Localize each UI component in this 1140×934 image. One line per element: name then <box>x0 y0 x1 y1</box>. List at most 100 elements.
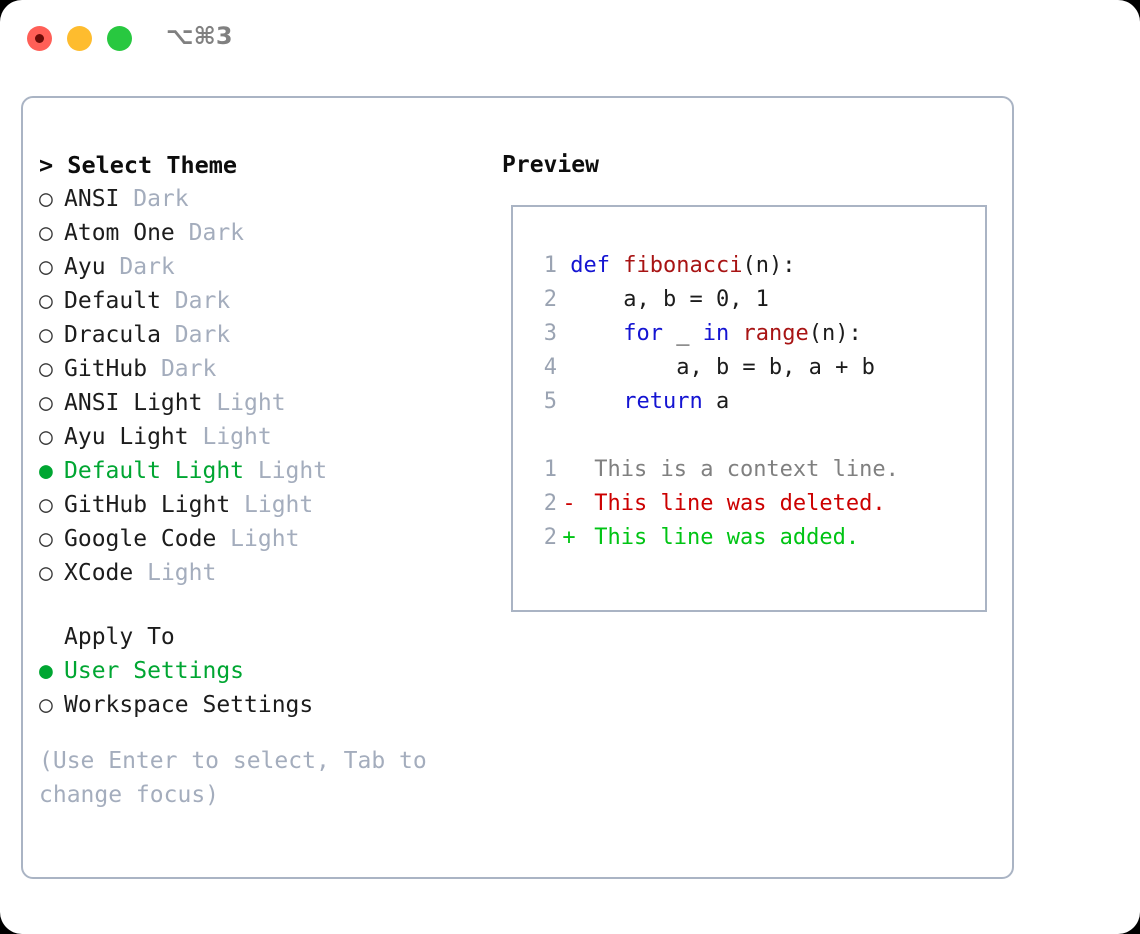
theme-kind-label: Light <box>216 526 300 552</box>
theme-name: ANSI Light <box>64 390 203 416</box>
apply-to-option[interactable]: ● User Settings <box>39 654 499 688</box>
radio-unselected-icon[interactable]: ○ <box>39 220 53 246</box>
code-token: (n): <box>742 253 796 278</box>
window-titlebar: ⌥⌘3 <box>0 0 1140 78</box>
keyboard-hint-text: (Use Enter to select, Tab to change focu… <box>39 748 441 808</box>
line-number: 3 <box>543 321 557 346</box>
apply-to-option-label: Workspace Settings <box>64 692 314 718</box>
theme-kind-label: Dark <box>119 186 189 212</box>
diff-marker <box>557 453 581 487</box>
code-token: for <box>623 321 663 346</box>
code-diff-spacer <box>531 419 971 453</box>
code-line: 4 a, b = b, a + b <box>531 351 971 385</box>
theme-kind-label: Light <box>202 390 286 416</box>
theme-kind-label: Dark <box>147 356 217 382</box>
radio-unselected-icon[interactable]: ○ <box>39 424 53 450</box>
diff-block: 1 This is a context line.2- This line wa… <box>531 453 971 555</box>
preview-heading: Preview <box>502 152 599 178</box>
diff-line: 2- This line was deleted. <box>531 487 971 521</box>
theme-list-item[interactable]: ○ Ayu Dark <box>39 250 499 284</box>
code-token: return <box>623 389 716 414</box>
diff-text: This is a context line. <box>594 457 899 482</box>
code-token: (n): <box>808 321 862 346</box>
theme-name: Default Light <box>64 458 245 484</box>
theme-list-item[interactable]: ● Default Light Light <box>39 454 499 488</box>
minimize-window-button[interactable] <box>67 26 92 51</box>
theme-kind-label: Dark <box>174 220 245 246</box>
keyboard-shortcut-label: ⌥⌘3 <box>166 22 233 50</box>
theme-list-item[interactable]: ○ ANSI Light Light <box>39 386 499 420</box>
theme-kind-label: Light <box>133 560 217 586</box>
theme-kind-label: Light <box>188 424 272 450</box>
code-token: _ <box>662 321 703 346</box>
diff-marker: + <box>562 525 576 550</box>
theme-name: Google Code <box>64 526 217 552</box>
apply-to-option[interactable]: ○ Workspace Settings <box>39 688 499 722</box>
theme-name: Ayu <box>64 254 106 280</box>
radio-unselected-icon[interactable]: ○ <box>39 186 53 212</box>
radio-selected-icon[interactable]: ● <box>39 458 53 484</box>
close-icon <box>35 34 44 43</box>
diff-line: 2+ This line was added. <box>531 521 971 555</box>
code-token <box>570 389 623 414</box>
theme-kind-label: Light <box>244 458 328 484</box>
theme-name: Atom One <box>64 220 175 246</box>
theme-list-item[interactable]: ○ Dracula Dark <box>39 318 499 352</box>
theme-list-item[interactable]: ○GitHub Dark <box>39 352 499 386</box>
radio-unselected-icon[interactable]: ○ <box>39 254 53 280</box>
line-number: 1 <box>543 457 557 482</box>
theme-kind-label: Dark <box>160 288 231 314</box>
theme-list-item[interactable]: ○ Atom One Dark <box>39 216 499 250</box>
section-spacer <box>39 590 499 620</box>
theme-list-item[interactable]: ○ XCode Light <box>39 556 499 590</box>
theme-list-item[interactable]: ○ Ayu Light Light <box>39 420 499 454</box>
code-line: 1 def fibonacci(n): <box>531 249 971 283</box>
radio-unselected-icon[interactable]: ○ <box>39 492 53 518</box>
radio-unselected-icon[interactable]: ○ <box>39 390 53 416</box>
theme-list-item[interactable]: ○ Google Code Light <box>39 522 499 556</box>
diff-text: This line was added. <box>594 525 860 550</box>
theme-name: GitHub Light <box>64 492 231 518</box>
code-line: 3 for _ in range(n): <box>531 317 971 351</box>
theme-list: ○ANSI Dark○Atom One Dark○Ayu Dark○Defaul… <box>39 182 499 590</box>
theme-selection-column: > Select Theme ○ANSI Dark○Atom One Dark○… <box>39 148 499 812</box>
theme-name: ANSI <box>64 186 120 212</box>
code-token: a, b = b, a + b <box>570 355 875 380</box>
apply-to-list: ● User Settings ○ Workspace Settings <box>39 654 499 722</box>
line-number: 2 <box>543 491 557 516</box>
radio-selected-icon[interactable]: ● <box>39 658 53 684</box>
theme-name: XCode <box>64 560 134 586</box>
radio-unselected-icon[interactable]: ○ <box>39 692 53 718</box>
maximize-window-button[interactable] <box>107 26 132 51</box>
diff-marker: - <box>562 491 576 516</box>
line-number: 1 <box>543 253 557 278</box>
theme-list-item[interactable]: ○ ANSI Dark <box>39 182 499 216</box>
code-token: fibonacci <box>623 253 743 278</box>
theme-kind-label: Dark <box>105 254 175 280</box>
radio-unselected-icon[interactable]: ○ <box>39 322 53 348</box>
code-token: range <box>742 321 809 346</box>
code-token: def <box>570 253 624 278</box>
theme-kind-label: Dark <box>160 322 231 348</box>
diff-line: 1 This is a context line. <box>531 453 971 487</box>
theme-list-item[interactable]: ○Default Dark <box>39 284 499 318</box>
line-number: 5 <box>543 389 557 414</box>
theme-name: Ayu Light <box>64 424 189 450</box>
radio-unselected-icon[interactable]: ○ <box>39 356 53 382</box>
code-token: a, b = 0, 1 <box>570 287 769 312</box>
theme-picker-panel: > Select Theme ○ANSI Dark○Atom One Dark○… <box>21 96 1014 879</box>
preview-column: Preview 1 def fibonacci(n):2 a, b = 0, 1… <box>502 148 1002 612</box>
line-number: 4 <box>543 355 557 380</box>
theme-list-item[interactable]: ○ GitHub Light Light <box>39 488 499 522</box>
diff-text: This line was deleted. <box>594 491 886 516</box>
radio-unselected-icon[interactable]: ○ <box>39 288 53 314</box>
theme-name: Dracula <box>64 322 161 348</box>
line-number: 2 <box>543 525 557 550</box>
radio-unselected-icon[interactable]: ○ <box>39 526 53 552</box>
apply-to-option-label: User Settings <box>64 658 245 684</box>
theme-kind-label: Light <box>230 492 314 518</box>
radio-unselected-icon[interactable]: ○ <box>39 560 53 586</box>
